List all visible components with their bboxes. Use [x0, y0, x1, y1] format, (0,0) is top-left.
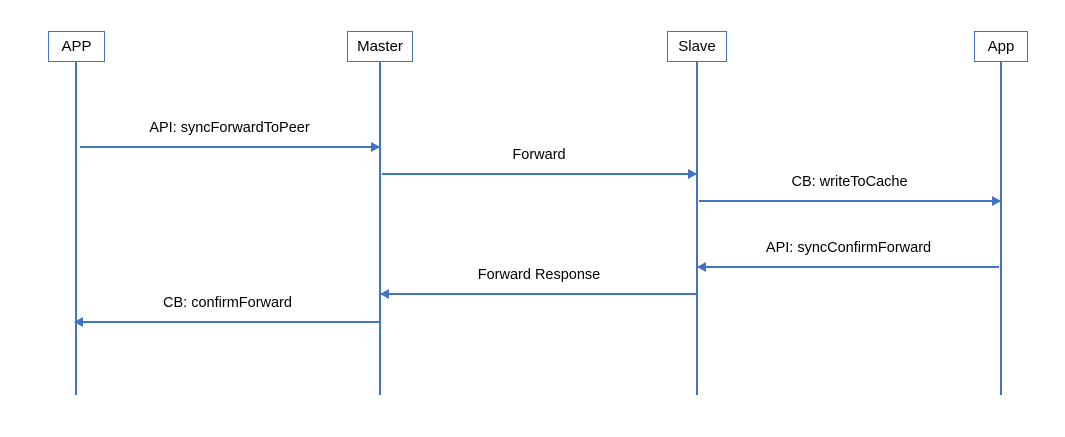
lifeline-app_right	[1000, 62, 1002, 395]
participant-label: Master	[357, 38, 403, 55]
message-line	[80, 146, 379, 148]
message-line	[75, 321, 380, 323]
message-label: API: syncForwardToPeer	[149, 120, 310, 137]
arrowhead-right-icon	[688, 168, 697, 179]
message-label: CB: confirmForward	[163, 295, 292, 312]
arrowhead-left-icon	[380, 288, 389, 299]
message-line	[381, 293, 697, 295]
message-label: CB: writeToCache	[791, 174, 908, 191]
participant-label: Slave	[678, 38, 716, 55]
participant-box-master[interactable]: Master	[347, 31, 413, 62]
participant-box-app_right[interactable]: App	[974, 31, 1028, 62]
message-line	[699, 200, 1000, 202]
participant-box-app_left[interactable]: APP	[48, 31, 105, 62]
lifeline-master	[379, 62, 381, 395]
arrowhead-left-icon	[697, 261, 706, 272]
message-line	[698, 266, 999, 268]
message-label: Forward Response	[477, 267, 601, 284]
message-label: Forward	[512, 147, 566, 164]
message-line	[382, 173, 696, 175]
participant-label: App	[987, 38, 1015, 55]
lifeline-app_left	[75, 62, 77, 395]
lifeline-slave	[696, 62, 698, 395]
arrowhead-right-icon	[992, 195, 1001, 206]
message-label: API: syncConfirmForward	[765, 240, 932, 257]
arrowhead-right-icon	[371, 141, 380, 152]
arrowhead-left-icon	[74, 316, 83, 327]
participant-box-slave[interactable]: Slave	[667, 31, 727, 62]
participant-label: APP	[61, 38, 92, 55]
